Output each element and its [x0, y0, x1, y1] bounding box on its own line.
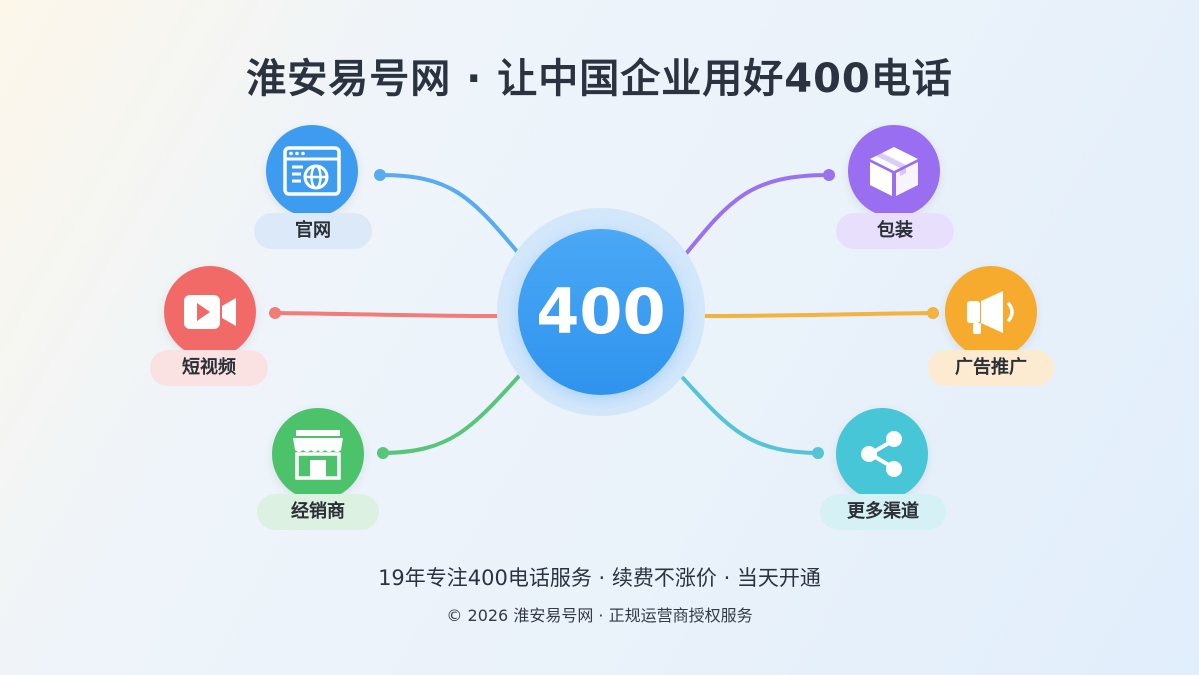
advertising-label: 广告推广	[928, 350, 1054, 386]
connector-dot-more-channels	[812, 447, 824, 459]
connector-dealer	[381, 373, 522, 455]
page-title: 淮安易号网 · 让中国企业用好400电话	[246, 56, 953, 102]
website-node	[266, 125, 358, 217]
packaging-label: 包装	[836, 213, 954, 249]
connector-dot-packaging	[823, 169, 835, 181]
connector-short-video	[273, 311, 502, 318]
website-label: 官网	[254, 213, 372, 249]
connector-advertising	[703, 311, 935, 318]
hub-circle: 400	[518, 229, 684, 395]
short-video-label: 短视频	[150, 350, 268, 386]
short-video-node	[164, 266, 256, 358]
connector-dot-advertising	[927, 307, 939, 319]
copyright-footer: © 2026 淮安易号网 · 正规运营商授权服务	[446, 606, 753, 625]
packaging-node	[848, 125, 940, 217]
dealer-node	[272, 408, 364, 500]
share-icon	[861, 431, 902, 477]
connector-more-channels	[681, 376, 820, 455]
connector-dot-website	[374, 169, 386, 181]
package-box-icon	[870, 147, 918, 196]
connector-website	[378, 173, 522, 257]
storefront-icon	[293, 430, 343, 480]
connector-dot-dealer	[377, 447, 389, 459]
more-channels-label: 更多渠道	[820, 494, 946, 530]
dealer-label: 经销商	[257, 494, 379, 530]
connector-packaging	[683, 173, 831, 257]
connector-dot-short-video	[269, 307, 281, 319]
tagline: 19年专注400电话服务 · 续费不涨价 · 当天开通	[378, 566, 821, 590]
more-channels-node	[836, 408, 928, 500]
browser-globe-icon	[283, 146, 341, 196]
video-camera-icon	[184, 295, 236, 329]
advertising-node	[945, 266, 1037, 358]
megaphone-icon	[967, 291, 1014, 334]
